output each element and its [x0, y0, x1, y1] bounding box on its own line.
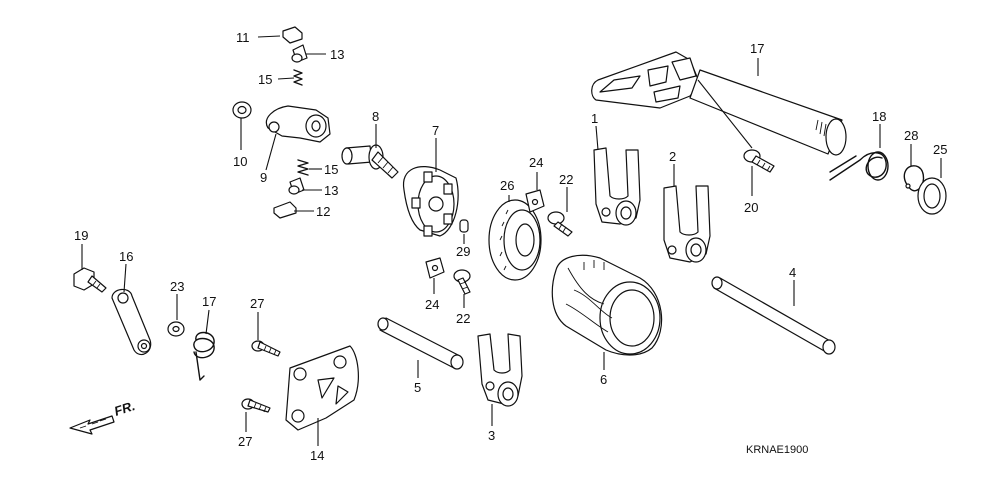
part-1-shift-fork — [593, 147, 641, 226]
part-20-bolt — [743, 149, 775, 173]
part-24-plate-lower — [425, 257, 445, 279]
callout-1: 1 — [591, 111, 598, 126]
part-6-shift-drum — [551, 254, 663, 356]
part-29-pin — [459, 219, 469, 233]
callout-3: 3 — [488, 428, 495, 443]
part-7-drum-center — [402, 166, 459, 237]
part-24-plate-upper — [525, 189, 545, 213]
callout-10: 10 — [233, 154, 247, 169]
callout-8: 8 — [372, 109, 379, 124]
callout-24-upper: 24 — [529, 155, 543, 170]
callout-20: 20 — [744, 200, 758, 215]
callout-7: 7 — [432, 123, 439, 138]
callout-27-upper: 27 — [250, 296, 264, 311]
callout-18: 17 — [750, 41, 764, 56]
diagram-code: KRNAE1900 — [746, 444, 808, 456]
callout-26: 26 — [500, 178, 514, 193]
part-15-spring-lower — [297, 159, 309, 176]
part-28-circlip — [903, 165, 925, 192]
callout-21: 19 — [74, 228, 88, 243]
front-direction-arrow — [69, 415, 115, 435]
callout-15-upper: 15 — [258, 72, 272, 87]
callout-29: 29 — [456, 244, 470, 259]
callout-5: 5 — [414, 380, 421, 395]
part-13-pin-upper — [291, 44, 308, 63]
part-19-return-spring — [829, 151, 889, 181]
part-11-key — [282, 26, 303, 44]
part-17-stopper-spring — [193, 331, 215, 381]
part-16-stopper-arm — [111, 288, 152, 355]
callout-15-lower: 15 — [324, 162, 338, 177]
part-13-pin-lower — [288, 177, 305, 195]
callout-22-upper: 22 — [559, 172, 573, 187]
callout-13-upper: 13 — [330, 47, 344, 62]
callout-27-lower: 27 — [238, 434, 252, 449]
leader-lines — [81, 35, 942, 446]
part-9-stopper-arm — [265, 105, 331, 143]
callout-22-lower: 22 — [456, 311, 470, 326]
part-3-shift-fork — [477, 333, 523, 407]
callout-17: 17 — [202, 294, 216, 309]
part-10-washer — [232, 101, 252, 119]
callout-14: 14 — [310, 448, 324, 463]
part-14-drum-stopper-plate — [285, 345, 359, 431]
callout-11: 11 — [236, 30, 250, 45]
callout-16: 16 — [119, 249, 133, 264]
callout-19: 18 — [872, 109, 886, 124]
part-27-bolt-lower — [241, 398, 271, 413]
part-22-bolt-lower — [453, 269, 471, 295]
callout-2: 2 — [669, 149, 676, 164]
part-25-washer — [917, 177, 947, 215]
callout-6: 6 — [600, 372, 607, 387]
part-26-bearing — [488, 199, 542, 281]
callout-25: 25 — [933, 142, 947, 157]
part-2-shift-fork — [663, 185, 711, 263]
callout-28: 28 — [904, 128, 918, 143]
callout-9: 9 — [260, 170, 267, 185]
front-label: FR. — [112, 398, 137, 419]
part-5-fork-shaft — [377, 317, 464, 370]
part-27-bolt-upper — [251, 340, 281, 357]
part-22-bolt-upper — [547, 211, 573, 237]
part-12-key-lower — [273, 201, 297, 219]
callout-12: 12 — [316, 204, 330, 219]
callout-4: 4 — [789, 265, 796, 280]
part-4-fork-shaft — [711, 276, 836, 355]
part-15-spring-upper — [293, 69, 303, 86]
part-8-bolt — [341, 144, 399, 179]
callout-labels: 11 13 15 10 9 8 7 15 13 12 29 26 24 22 1… — [74, 30, 947, 463]
callout-24-lower: 24 — [425, 297, 439, 312]
part-21-bolt — [73, 267, 107, 293]
callout-23: 23 — [170, 279, 184, 294]
part-23-washer — [167, 321, 185, 337]
callout-13-lower: 13 — [324, 183, 338, 198]
part-18-gearshift-spindle — [591, 51, 847, 156]
